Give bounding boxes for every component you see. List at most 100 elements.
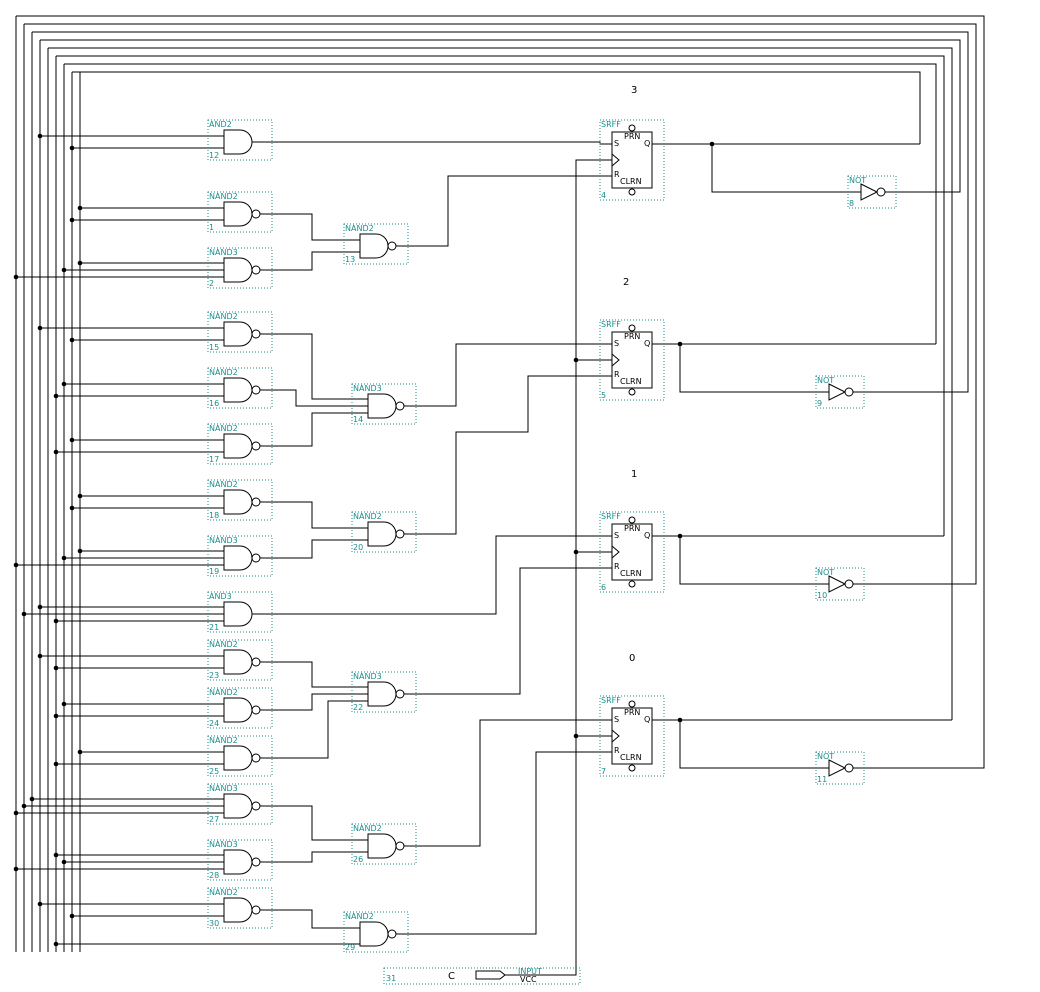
gate-type-label: NAND3 — [209, 840, 238, 849]
gate-type-label: NAND3 — [209, 248, 238, 257]
junction-dot — [677, 533, 683, 539]
clock-triangle — [611, 729, 620, 743]
junction-dot — [53, 941, 59, 947]
gate-type-label: NAND2 — [209, 640, 238, 649]
inverter-id-label: 8 — [849, 199, 854, 208]
flipflop-pin-label: R — [614, 746, 620, 755]
junction-dot — [13, 866, 19, 872]
gate-type-label: NAND2 — [209, 888, 238, 897]
wire — [260, 501, 368, 529]
inversion-bubble — [251, 705, 261, 715]
gate-id-label: 20 — [353, 543, 363, 552]
gate-id-label: 21 — [209, 623, 219, 632]
gate-type-label: NAND2 — [353, 824, 382, 833]
wire — [396, 175, 612, 247]
inversion-bubble — [251, 329, 261, 339]
inversion-bubble — [844, 579, 854, 589]
inversion-bubble — [251, 497, 261, 507]
gate-body — [367, 833, 397, 859]
inversion-bubble — [844, 387, 854, 397]
junction-dot — [21, 611, 27, 617]
gate-id-label: 19 — [209, 567, 219, 576]
inverter-body — [828, 383, 847, 401]
junction-dot — [13, 562, 19, 568]
flipflop-type-label: SRFF — [601, 696, 621, 705]
flipflop-pin-label: PRN — [624, 708, 640, 717]
flipflop-pin-label: Q — [644, 339, 650, 348]
junction-dot — [69, 437, 75, 443]
gate-nand3-19: NAND3 19 — [207, 535, 273, 577]
gate-body — [223, 697, 253, 723]
flipflop-pin-label: S — [614, 339, 619, 348]
flipflop-pin-label: Q — [644, 715, 650, 724]
inverter-body — [828, 759, 847, 777]
wire — [48, 47, 953, 720]
clrn-bubble — [628, 580, 636, 588]
inverter-id-label: 9 — [817, 399, 822, 408]
junction-dot — [53, 393, 59, 399]
junction-dot — [37, 133, 43, 139]
gate-type-label: NAND3 — [209, 536, 238, 545]
inverter-id-label: 11 — [817, 775, 827, 784]
wire — [396, 751, 612, 935]
wire — [260, 412, 368, 447]
junction-dot — [53, 665, 59, 671]
wire — [404, 719, 612, 847]
wire — [40, 39, 961, 193]
junction-dots — [13, 133, 715, 947]
gate-body — [223, 545, 253, 571]
gate-id-label: 1 — [209, 223, 214, 232]
junction-dot — [573, 733, 579, 739]
gate-id-label: 2 — [209, 279, 214, 288]
flipflop-pin-label: PRN — [624, 132, 640, 141]
wire — [404, 567, 612, 695]
junction-dot — [21, 803, 27, 809]
input-name: C — [448, 971, 455, 982]
gate-type-label: NAND2 — [209, 312, 238, 321]
clock-triangle — [611, 353, 620, 367]
inversion-bubble — [251, 553, 261, 563]
flipflop-pin-label: S — [614, 715, 619, 724]
wire — [679, 720, 829, 769]
junction-dot — [61, 859, 67, 865]
flipflop-pin-label: CLRN — [620, 569, 642, 578]
junction-dot — [77, 493, 83, 499]
gate-body — [223, 489, 253, 515]
gate-type-label: NAND3 — [209, 784, 238, 793]
wire — [260, 693, 368, 711]
gate-id-label: 24 — [209, 719, 219, 728]
bit-label-2: 2 — [623, 277, 629, 288]
gate-body — [367, 521, 397, 547]
gate-body — [223, 745, 253, 771]
gate-type-label: NAND2 — [209, 480, 238, 489]
junction-dot — [53, 618, 59, 624]
wire — [64, 63, 937, 344]
inverter-type-label: NOT — [849, 176, 866, 185]
gate-type-label: NAND2 — [353, 512, 382, 521]
wire — [505, 159, 612, 976]
clock-input: 31 C INPUT VCC — [383, 967, 581, 985]
gate-type-label: NAND2 — [209, 368, 238, 377]
gate-body — [359, 233, 389, 259]
flipflop-pin-label: PRN — [624, 332, 640, 341]
inverter-type-label: NOT — [817, 752, 834, 761]
gate-body — [223, 257, 253, 283]
flipflop-pin-label: PRN — [624, 524, 640, 533]
gate-nand3-2: NAND3 2 — [207, 247, 273, 289]
flipflop-id-label: 4 — [601, 191, 606, 200]
gate-id-label: 15 — [209, 343, 219, 352]
prn-bubble — [628, 700, 636, 708]
junction-dot — [37, 653, 43, 659]
flipflop-type-label: SRFF — [601, 320, 621, 329]
inversion-bubble — [387, 929, 397, 939]
flipflop-id-label: 6 — [601, 583, 606, 592]
wire — [260, 539, 368, 559]
